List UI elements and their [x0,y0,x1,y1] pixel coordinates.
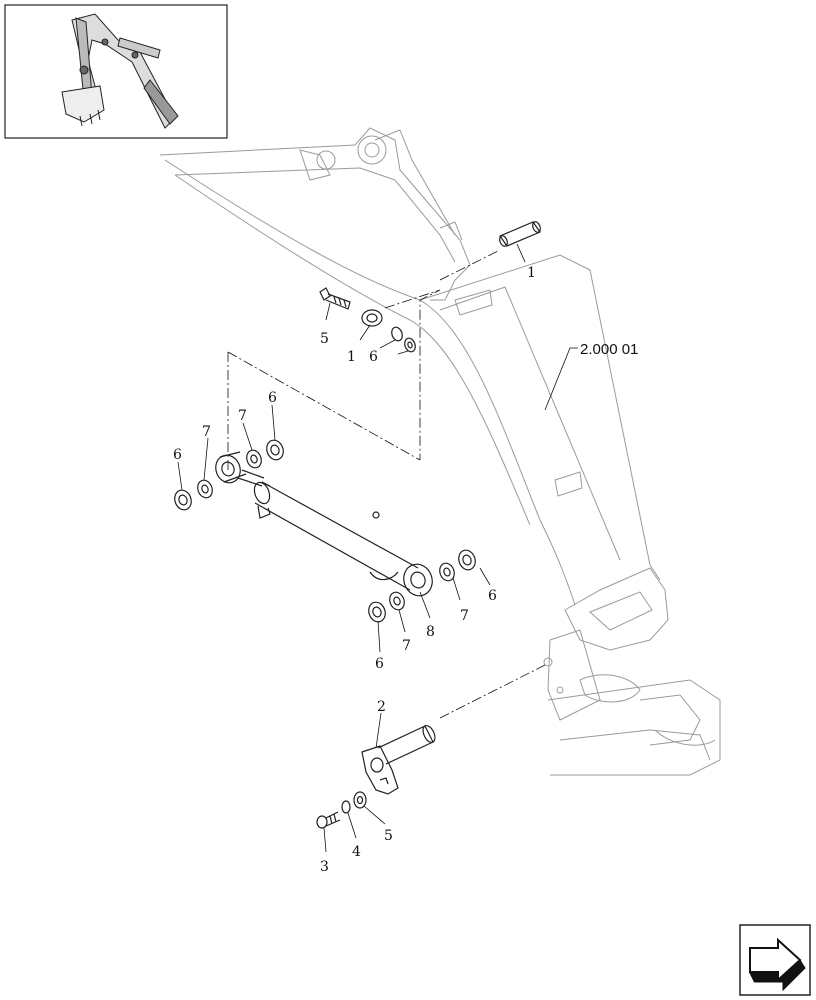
callout-6: 6 [268,390,277,406]
washers-right[interactable] [366,548,478,624]
callout-6: 6 [173,447,182,463]
callout-6: 6 [488,588,497,604]
callout-5: 5 [320,331,329,347]
screw-3[interactable] [316,811,341,829]
page-arrow-icon[interactable] [739,924,811,996]
callout-6: 6 [369,349,378,365]
callout-8: 8 [426,624,435,640]
pin-boss-1-upper[interactable] [361,309,383,327]
callout-1: 1 [527,265,536,281]
callout-7: 7 [402,638,411,654]
reference-callout: 2.000 01 [580,341,638,358]
callout-labels: 1 5 1 6 2.000 01 6 7 6 7 6 7 8 7 6 2 5 4… [173,265,638,875]
bolt-5-upper[interactable] [319,287,351,310]
callout-4: 4 [352,844,361,860]
pin-1[interactable] [498,221,542,248]
callout-2: 2 [377,699,386,715]
callout-5: 5 [384,828,393,844]
assembly-lines [227,249,546,719]
callout-7: 7 [202,424,211,440]
washers-left[interactable] [172,438,286,512]
boom-outline [159,127,721,776]
leader-lines [177,243,578,853]
pin-2[interactable] [361,724,437,795]
callout-3: 3 [320,859,329,875]
callout-7: 7 [460,608,469,624]
callout-1: 1 [347,349,356,365]
lock-washer-4[interactable] [341,800,351,814]
washer-5-lower[interactable] [353,791,367,809]
callout-6: 6 [375,656,384,672]
callout-7: 7 [238,408,247,424]
excavator-arm-thumbnail-icon[interactable] [4,4,228,139]
washer-6-upper[interactable] [390,326,417,354]
hydraulic-cylinder-8[interactable] [212,451,437,600]
